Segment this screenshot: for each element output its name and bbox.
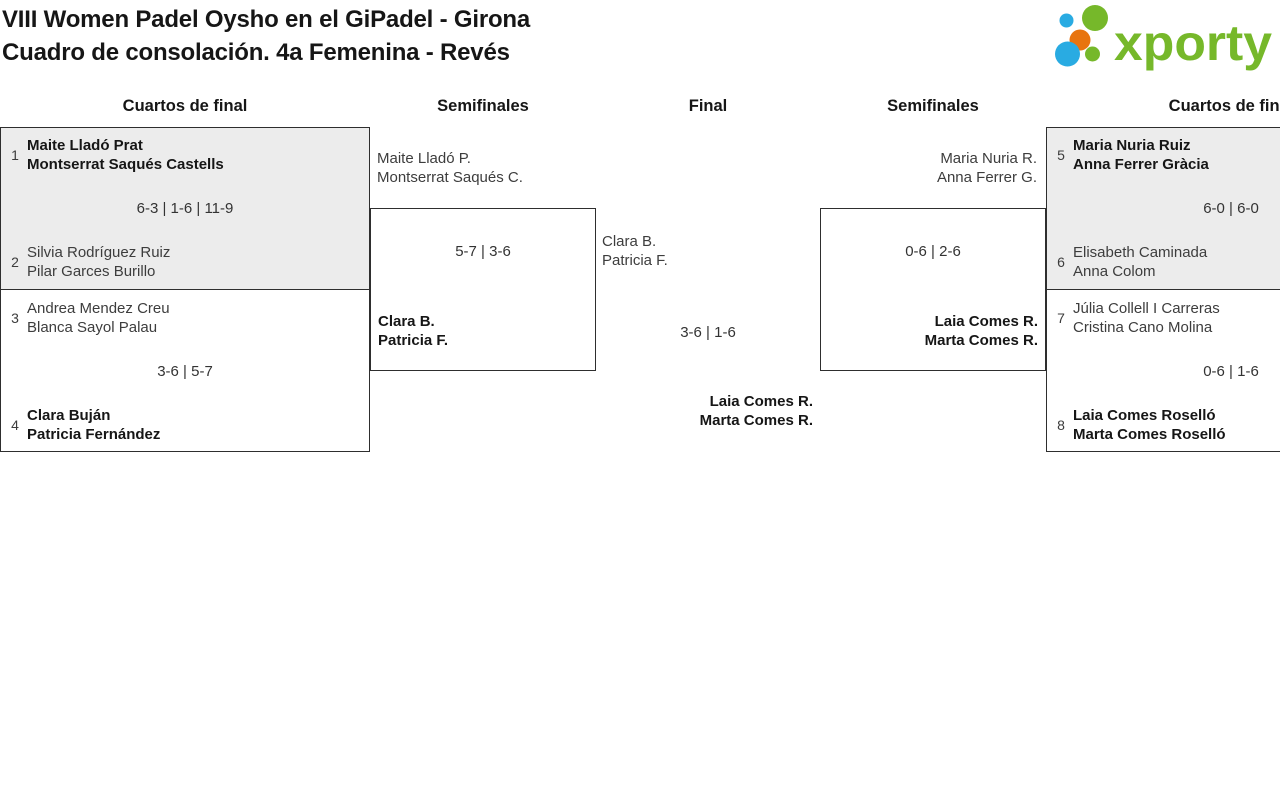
team-row: 2 Silvia Rodríguez Ruiz Pilar Garces Bur…	[1, 243, 170, 281]
team-names: Silvia Rodríguez Ruiz Pilar Garces Buril…	[27, 243, 170, 281]
player-name: Anna Ferrer Gràcia	[1073, 156, 1209, 173]
team-row: 3 Andrea Mendez Creu Blanca Sayol Palau	[1, 299, 170, 337]
team-names: Elisabeth Caminada Anna Colom	[1073, 243, 1207, 281]
match-score: 0-6 | 1-6	[1203, 363, 1259, 380]
match-qf1[interactable]: 1 Maite Lladó Prat Montserrat Saqués Cas…	[0, 127, 370, 290]
logo-dots-icon	[1055, 5, 1108, 67]
team-row: 1 Maite Lladó Prat Montserrat Saqués Cas…	[1, 136, 224, 174]
player-name: Marta Comes R.	[699, 412, 813, 429]
round-header-sf-left: Semifinales	[437, 97, 529, 115]
xporty-logo[interactable]: xporty	[1046, 0, 1280, 78]
seed-number: 1	[11, 147, 19, 163]
player-name: Patricia F.	[378, 332, 449, 349]
player-name: Anna Colom	[1073, 263, 1156, 280]
player-name: Blanca Sayol Palau	[27, 319, 158, 336]
round-header-final: Final	[688, 97, 728, 115]
team-row: 8 Laia Comes Roselló Marta Comes Roselló	[1047, 406, 1226, 444]
match-score: 5-7 | 3-6	[455, 243, 511, 260]
player-name: Patricia Fernández	[27, 426, 161, 443]
player-name: Maria Nuria Ruiz	[1073, 137, 1191, 154]
round-header-sf-right: Semifinales	[887, 97, 979, 115]
team-row: 7 Júlia Collell I Carreras Cristina Cano…	[1047, 299, 1220, 337]
seed-number: 5	[1057, 147, 1065, 163]
round-header-qf-right: Cuartos de final	[1168, 97, 1280, 115]
player-name: Marta Comes Roselló	[1073, 426, 1226, 443]
player-name: Laia Comes Roselló	[1073, 407, 1216, 424]
team-row: 4 Clara Buján Patricia Fernández	[1, 406, 160, 444]
team-row: 5 Maria Nuria Ruiz Anna Ferrer Gràcia	[1047, 136, 1209, 174]
page-title: VIII Women Padel Oysho en el GiPadel - G…	[2, 3, 530, 69]
player-name: Maria Nuria R.	[940, 150, 1037, 167]
seed-number: 7	[1057, 310, 1065, 326]
player-name: Andrea Mendez Creu	[27, 300, 170, 317]
team-names: Júlia Collell I Carreras Cristina Cano M…	[1073, 299, 1220, 337]
team-names: Laia Comes Roselló Marta Comes Roselló	[1073, 406, 1226, 444]
player-name: Clara Buján	[27, 407, 111, 424]
seed-number: 4	[11, 417, 19, 433]
player-name: Anna Ferrer G.	[936, 169, 1037, 186]
player-name: Pilar Garces Burillo	[27, 263, 156, 280]
match-qf3[interactable]: 5 Maria Nuria Ruiz Anna Ferrer Gràcia 6-…	[1046, 127, 1280, 290]
match-sf-right[interactable]: 0-6 | 2-6 Laia Comes R. Marta Comes R.	[820, 208, 1046, 371]
match-score: 6-3 | 1-6 | 11-9	[136, 200, 234, 217]
player-name: Laia Comes R.	[709, 393, 813, 410]
match-score: 3-6 | 5-7	[157, 363, 213, 380]
player-name: Elisabeth Caminada	[1073, 244, 1208, 261]
seed-number: 3	[11, 310, 19, 326]
match-qf2[interactable]: 3 Andrea Mendez Creu Blanca Sayol Palau …	[0, 289, 370, 452]
player-name: Laia Comes R.	[934, 313, 1038, 330]
player-name: Silvia Rodríguez Ruiz	[27, 244, 171, 261]
match-qf4[interactable]: 7 Júlia Collell I Carreras Cristina Cano…	[1046, 289, 1280, 452]
team-names: Andrea Mendez Creu Blanca Sayol Palau	[27, 299, 170, 337]
player-name: Montserrat Saqués C.	[377, 169, 523, 186]
player-name: Cristina Cano Molina	[1073, 319, 1213, 336]
player-name: Patricia F.	[602, 252, 668, 269]
player-name: Maite Lladó Prat	[27, 137, 143, 154]
player-name: Maite Lladó P.	[377, 150, 471, 167]
team-names: Maite Lladó Prat Montserrat Saqués Caste…	[27, 136, 224, 174]
seed-number: 6	[1057, 254, 1065, 270]
logo-wordmark: xporty	[1114, 15, 1272, 71]
tournament-name: VIII Women Padel Oysho en el GiPadel - G…	[2, 6, 531, 33]
match-score: 0-6 | 2-6	[905, 243, 961, 260]
seed-number: 8	[1057, 417, 1065, 433]
sf-left-team-a: Maite Lladó P. Montserrat Saqués C.	[377, 149, 523, 187]
sf-right-team-a: Maria Nuria R. Anna Ferrer G.	[937, 149, 1037, 187]
sf-left-team-b: Clara B. Patricia F.	[378, 312, 448, 350]
player-name: Clara B.	[602, 233, 657, 250]
match-sf-left[interactable]: 5-7 | 3-6 Clara B. Patricia F.	[370, 208, 596, 371]
team-names: Maria Nuria Ruiz Anna Ferrer Gràcia	[1073, 136, 1209, 174]
sf-right-team-b: Laia Comes R. Marta Comes R.	[925, 312, 1038, 350]
player-name: Clara B.	[378, 313, 435, 330]
player-name: Montserrat Saqués Castells	[27, 156, 224, 173]
team-names: Clara Buján Patricia Fernández	[27, 406, 160, 444]
final-team-b: Laia Comes R. Marta Comes R.	[700, 392, 813, 430]
team-row: 6 Elisabeth Caminada Anna Colom	[1047, 243, 1207, 281]
match-score: 6-0 | 6-0	[1203, 200, 1259, 217]
player-name: Júlia Collell I Carreras	[1073, 300, 1220, 317]
round-header-qf-left: Cuartos de final	[122, 97, 248, 115]
player-name: Marta Comes R.	[924, 332, 1038, 349]
draw-name: Cuadro de consolación. 4a Femenina - Rev…	[2, 39, 510, 66]
final-score: 3-6 | 1-6	[680, 324, 736, 341]
final-team-a: Clara B. Patricia F.	[602, 232, 668, 270]
seed-number: 2	[11, 254, 19, 270]
